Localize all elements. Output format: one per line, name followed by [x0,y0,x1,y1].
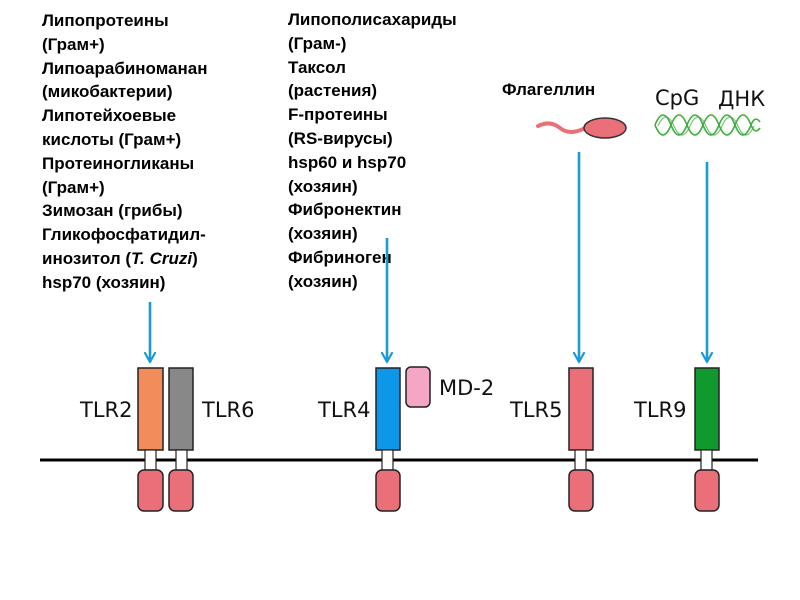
tlr4-intracellular-domain [375,469,401,512]
ligand-line: Протеиногликаны [42,153,195,173]
flagellin-head [583,117,627,139]
ligand-line: (хозяин) [288,176,358,196]
tlr6-label: TLR6 [202,398,255,422]
tlr6-extracellular-domain [168,367,194,451]
tlr9-extracellular-domain [694,367,720,451]
flagellin-tail [536,121,587,134]
ligand-line-inositol: инозитол (T. Cruzi) [42,247,208,271]
ligand-line: hsp60 и hsp70 [288,152,407,172]
ligand-line: Липополисахариды [288,10,457,29]
ligand-line: (RS-вирусы) [288,128,393,148]
ligand-line: hsp70 (хозяин) [42,272,166,292]
ligand-line: Зимозан (грибы) [42,201,183,221]
dna-strand-icon [654,114,761,136]
ligand-line: (хозяин) [288,271,358,291]
dna-strand-icon [657,116,755,136]
tlr2-label: TLR2 [80,398,133,422]
tlr9-label: TLR9 [634,398,687,422]
md2-protein [405,366,431,408]
ligand-line: F-протеины [288,105,388,125]
tlr5-intracellular-domain [568,469,594,512]
tlr2-transmembrane-segment [144,449,157,471]
tlr4-transmembrane-segment [381,449,394,471]
ligand-line: Липопротеины [42,11,169,30]
tlr6-transmembrane-segment [175,449,188,471]
ligand-line: Липоарабиноманан [42,58,208,78]
tlr2-tlr6-ligand-list: Липопротеины (Грам+) Липоарабиноманан (м… [42,9,208,295]
ligand-line: (Грам+) [42,34,105,54]
ligand-line: (микобактерии) [42,82,173,102]
tlr5-transmembrane-segment [574,449,587,471]
tlr5-extracellular-domain [568,367,594,451]
cpg-label: CpG [655,86,700,110]
ligand-line: кислоты (Грам+) [42,129,182,149]
ligand-line: Фибриноген [288,247,392,267]
ligand-line: Липотейхоевые [42,106,177,126]
tlr4-ligand-list: Липополисахариды (Грам-) Таксол (растени… [288,8,457,294]
tlr4-label: TLR4 [318,398,371,422]
tlr2-extracellular-domain [137,367,164,451]
tlr2-intracellular-domain [137,469,164,512]
ligand-line: (Грам+) [42,177,105,197]
inositol-suffix: ) [192,248,198,268]
ligand-line: Фибронектин [288,200,402,220]
ligand-line: Гликофосфатидил- [42,225,206,245]
ligand-line: (растения) [288,81,378,101]
flagellin-label: Флагеллин [502,80,596,99]
ligand-line: Таксол [288,57,346,77]
tlr5-label: TLR5 [510,398,563,422]
dna-label: ДНК [718,87,766,111]
ligand-line: (Грам-) [288,33,347,53]
tlr4-extracellular-domain [375,367,401,451]
t-cruzi-name: T. Cruzi [131,248,193,268]
tlr6-intracellular-domain [168,469,194,512]
tlr9-transmembrane-segment [700,449,713,471]
md2-label: MD-2 [439,376,495,400]
inositol-prefix: инозитол ( [42,248,132,268]
ligand-line: (хозяин) [288,224,358,244]
tlr9-intracellular-domain [694,469,720,512]
